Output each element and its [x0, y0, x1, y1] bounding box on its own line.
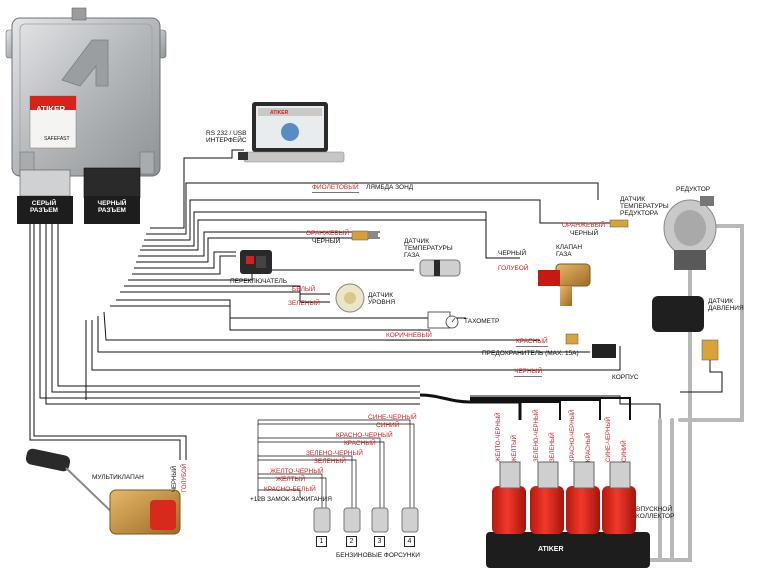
ignition-label: +12В ЗАМОК ЗАЖИГАНИЯ [250, 496, 332, 503]
wire-red: КРАСНЫЙ [516, 338, 548, 347]
gas-wire-4b: СИНИЙ [622, 440, 628, 462]
petrol-wires [257, 419, 415, 520]
multivalve [25, 448, 181, 535]
injector-number-1: 1 [316, 536, 327, 547]
wire-green: ЗЕЛЕНЫЙ [288, 300, 320, 307]
ecu-brand: ATIKER [36, 105, 66, 114]
wire-black-ground: ЧЕРНЫЙ [514, 368, 543, 377]
laptop-screen-brand: ATIKER [270, 110, 289, 116]
petrol-wire-1b: ЖЕЛТЫЙ [276, 476, 305, 483]
laptop [238, 102, 345, 163]
injector-number-3: 3 [374, 536, 385, 547]
pressure-sensor [652, 296, 723, 393]
gas-filter [419, 259, 461, 277]
tachometer [427, 311, 459, 329]
wire-black-reducer: ЧЕРНЫЙ [570, 230, 599, 237]
gas-injector-rail [486, 461, 650, 568]
wire-white: БЕЛЫЙ [292, 286, 316, 293]
injector-number-2: 2 [346, 536, 357, 547]
petrol-wire-1a: ЖЕЛТО-ЧЕРНЫЙ [270, 468, 324, 475]
gas-wire-1a: ЖЕЛТО-ЧЕРНЫЙ [496, 412, 502, 463]
fuse-label: ПРЕДОХРАНИТЕЛЬ (MAX. 15A) [482, 350, 579, 357]
reducer-temp-sensor [609, 219, 629, 228]
ground-label: КОРПУС [612, 374, 639, 381]
tacho-label: ТАХОМЕТР [464, 318, 500, 325]
wire-orange-reducer: ОРАНЖЕВЫЙ [562, 222, 606, 229]
reducer [663, 196, 717, 270]
wire-blue-valve: ГОЛУБОЙ [498, 265, 529, 272]
wire-black-valve: ЧЕРНЫЙ [498, 250, 527, 257]
wire-black-gas-temp: ЧЕРНЫЙ [312, 238, 341, 245]
petrol-wire-3a: КРАСНО-ЧЕРНЫЙ [336, 432, 393, 439]
gas-wire-3a: КРАСНО-ЧЕРНЫЙ [570, 409, 576, 462]
petrol-wire-4a: СИНЕ-ЧЕРНЫЙ [368, 414, 417, 421]
fuse [565, 333, 579, 345]
main-wires [29, 149, 621, 460]
switch-label: ПЕРЕКЛЮЧАТЕЛЬ [230, 278, 288, 285]
gas-wire-4a: СИНЕ-ЧЕРНЫЙ [606, 417, 612, 462]
rail-brand: ATIKER [538, 546, 564, 553]
gas-harness [419, 393, 661, 420]
lambda-label: ЛЯМБДА ЗОНД [366, 184, 414, 191]
wire-violet: ФИОЛЕТОВЫЙ [312, 184, 359, 193]
gas-wire-1b: ЖЕЛТЫЙ [512, 435, 518, 462]
petrol-wire-red-white: КРАСНО-БЕЛЫЙ [264, 486, 316, 493]
gas-wire-2a: ЗЕЛЕНО-ЧЕРНЫЙ [534, 409, 540, 462]
reducer-label: РЕДУКТОР [676, 186, 711, 193]
petrol-wire-2a: ЗЕЛЕНО-ЧЕРНЫЙ [306, 450, 363, 457]
switch-unit [240, 250, 272, 274]
injector-number-4: 4 [404, 536, 415, 547]
multi-wire-blue: ГОЛУБОЙ [182, 463, 188, 492]
multivalve-label: МУЛЬТИКЛАПАН [92, 474, 144, 481]
gas-valve [538, 263, 591, 306]
wire-orange-gas-temp: ОРАНЖЕВЫЙ [306, 230, 350, 237]
gas-wire-2b: ЗЕЛЕНЫЙ [550, 432, 556, 462]
ground-block [592, 344, 616, 358]
petrol-wire-4b: СИНИЙ [376, 422, 400, 429]
gas-hoses [638, 224, 744, 562]
petrol-wire-2b: ЗЕЛЕНЫЙ [314, 458, 346, 465]
petrol-injectors [313, 507, 419, 533]
gas-temp-sensor [351, 230, 378, 241]
petrol-wire-3b: КРАСНЫЙ [344, 440, 376, 447]
ecu-unit [5, 7, 167, 224]
multi-wire-black: ЧЕРНЫЙ [172, 466, 178, 492]
level-sensor [335, 283, 365, 313]
wire-brown: КОРИЧНЕВЫЙ [386, 332, 432, 341]
ecu-tagline: SAFEFAST [44, 136, 70, 142]
petrol-injectors-label: БЕНЗИНОВЫЕ ФОРСУНКИ [336, 552, 420, 559]
gas-wire-3b: КРАСНЫЙ [586, 432, 592, 462]
